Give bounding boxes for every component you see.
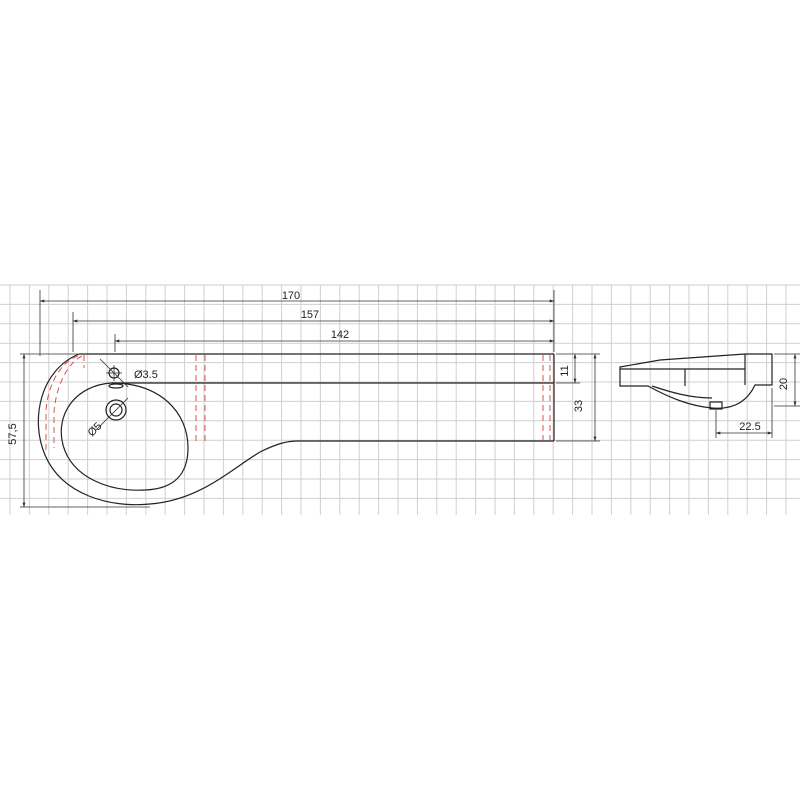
dim-label-157: 157 xyxy=(301,309,319,321)
overflow-slot xyxy=(108,383,124,389)
background-grid xyxy=(0,284,800,515)
dim-label-drain-hole: Ø5 xyxy=(86,420,105,439)
side-view xyxy=(619,353,773,410)
dimension-33 xyxy=(556,353,600,442)
hidden-support-left-inner xyxy=(53,355,83,448)
dimension-142 xyxy=(114,334,555,352)
dim-label-20: 20 xyxy=(778,378,790,390)
tap-hole xyxy=(99,358,129,388)
dim-label-33: 33 xyxy=(573,400,585,412)
drain-hole xyxy=(95,397,129,431)
dimension-20 xyxy=(774,353,800,407)
dimension-157 xyxy=(72,312,555,352)
dim-label-142: 142 xyxy=(331,329,349,341)
dim-label-170: 170 xyxy=(282,290,300,302)
side-view-outline xyxy=(619,353,773,409)
plan-view xyxy=(37,353,555,506)
basin-outer-curve xyxy=(37,353,299,506)
dim-label-tap-hole: Ø3.5 xyxy=(134,369,158,381)
dimension-57-5 xyxy=(20,353,150,508)
side-view-bowl-inner xyxy=(651,385,713,399)
dim-label-11: 11 xyxy=(559,365,571,376)
basin-bowl xyxy=(60,382,189,491)
hidden-support-left xyxy=(45,355,79,450)
side-view-drain xyxy=(709,401,723,410)
dim-label-57-5: 57,5 xyxy=(7,423,19,444)
dimension-11 xyxy=(556,353,600,384)
dim-label-22-5: 22.5 xyxy=(739,421,760,433)
dimension-22-5 xyxy=(715,388,773,438)
